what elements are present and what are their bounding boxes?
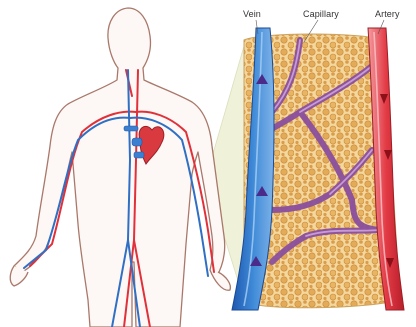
artery-label: Artery bbox=[375, 9, 400, 19]
capillary-label: Capillary bbox=[303, 9, 339, 19]
vein-label: Vein bbox=[243, 9, 261, 19]
